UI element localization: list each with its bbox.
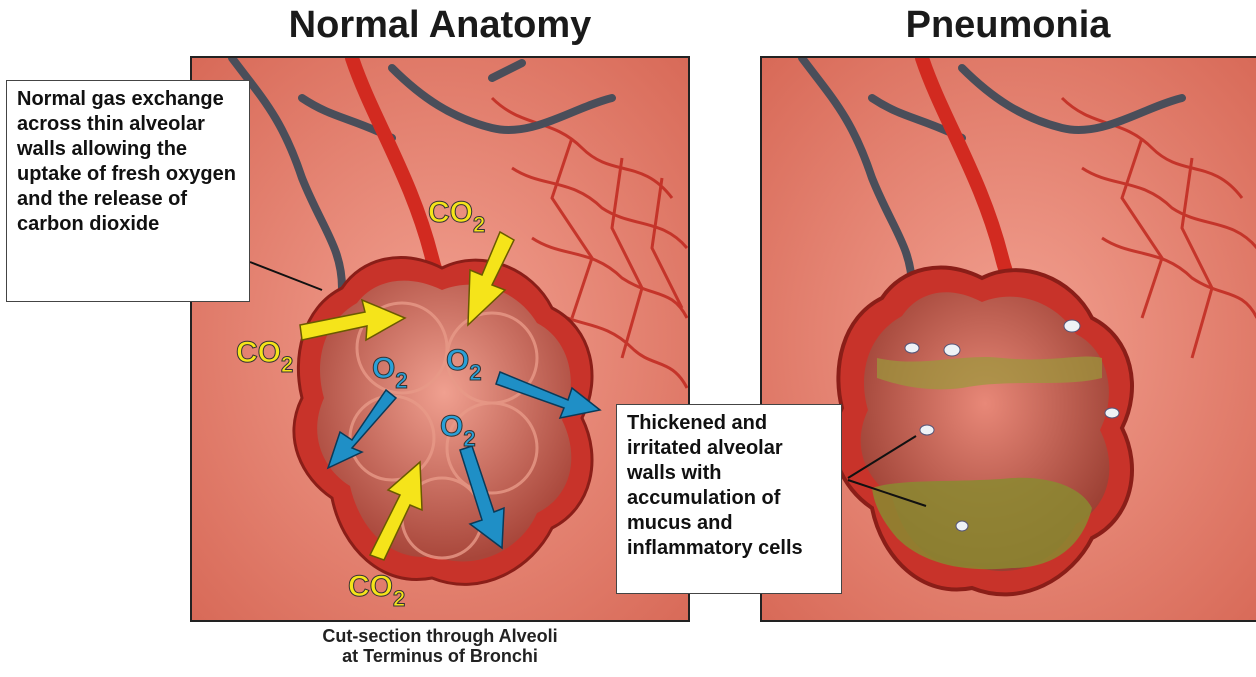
normal-alveoli-illustration (190, 56, 690, 622)
normal-anatomy-title: Normal Anatomy (190, 4, 690, 47)
caption-line-2: at Terminus of Bronchi (190, 646, 690, 666)
caption-line-1: Cut-section through Alveoli (190, 626, 690, 646)
normal-gas-exchange-callout: Normal gas exchange across thin alveolar… (6, 80, 250, 302)
pneumonia-callout: Thickened and irritated alveolar walls w… (616, 404, 842, 594)
figure-caption: Cut-section through Alveoli at Terminus … (190, 626, 690, 666)
pneumonia-title: Pneumonia (760, 4, 1256, 47)
